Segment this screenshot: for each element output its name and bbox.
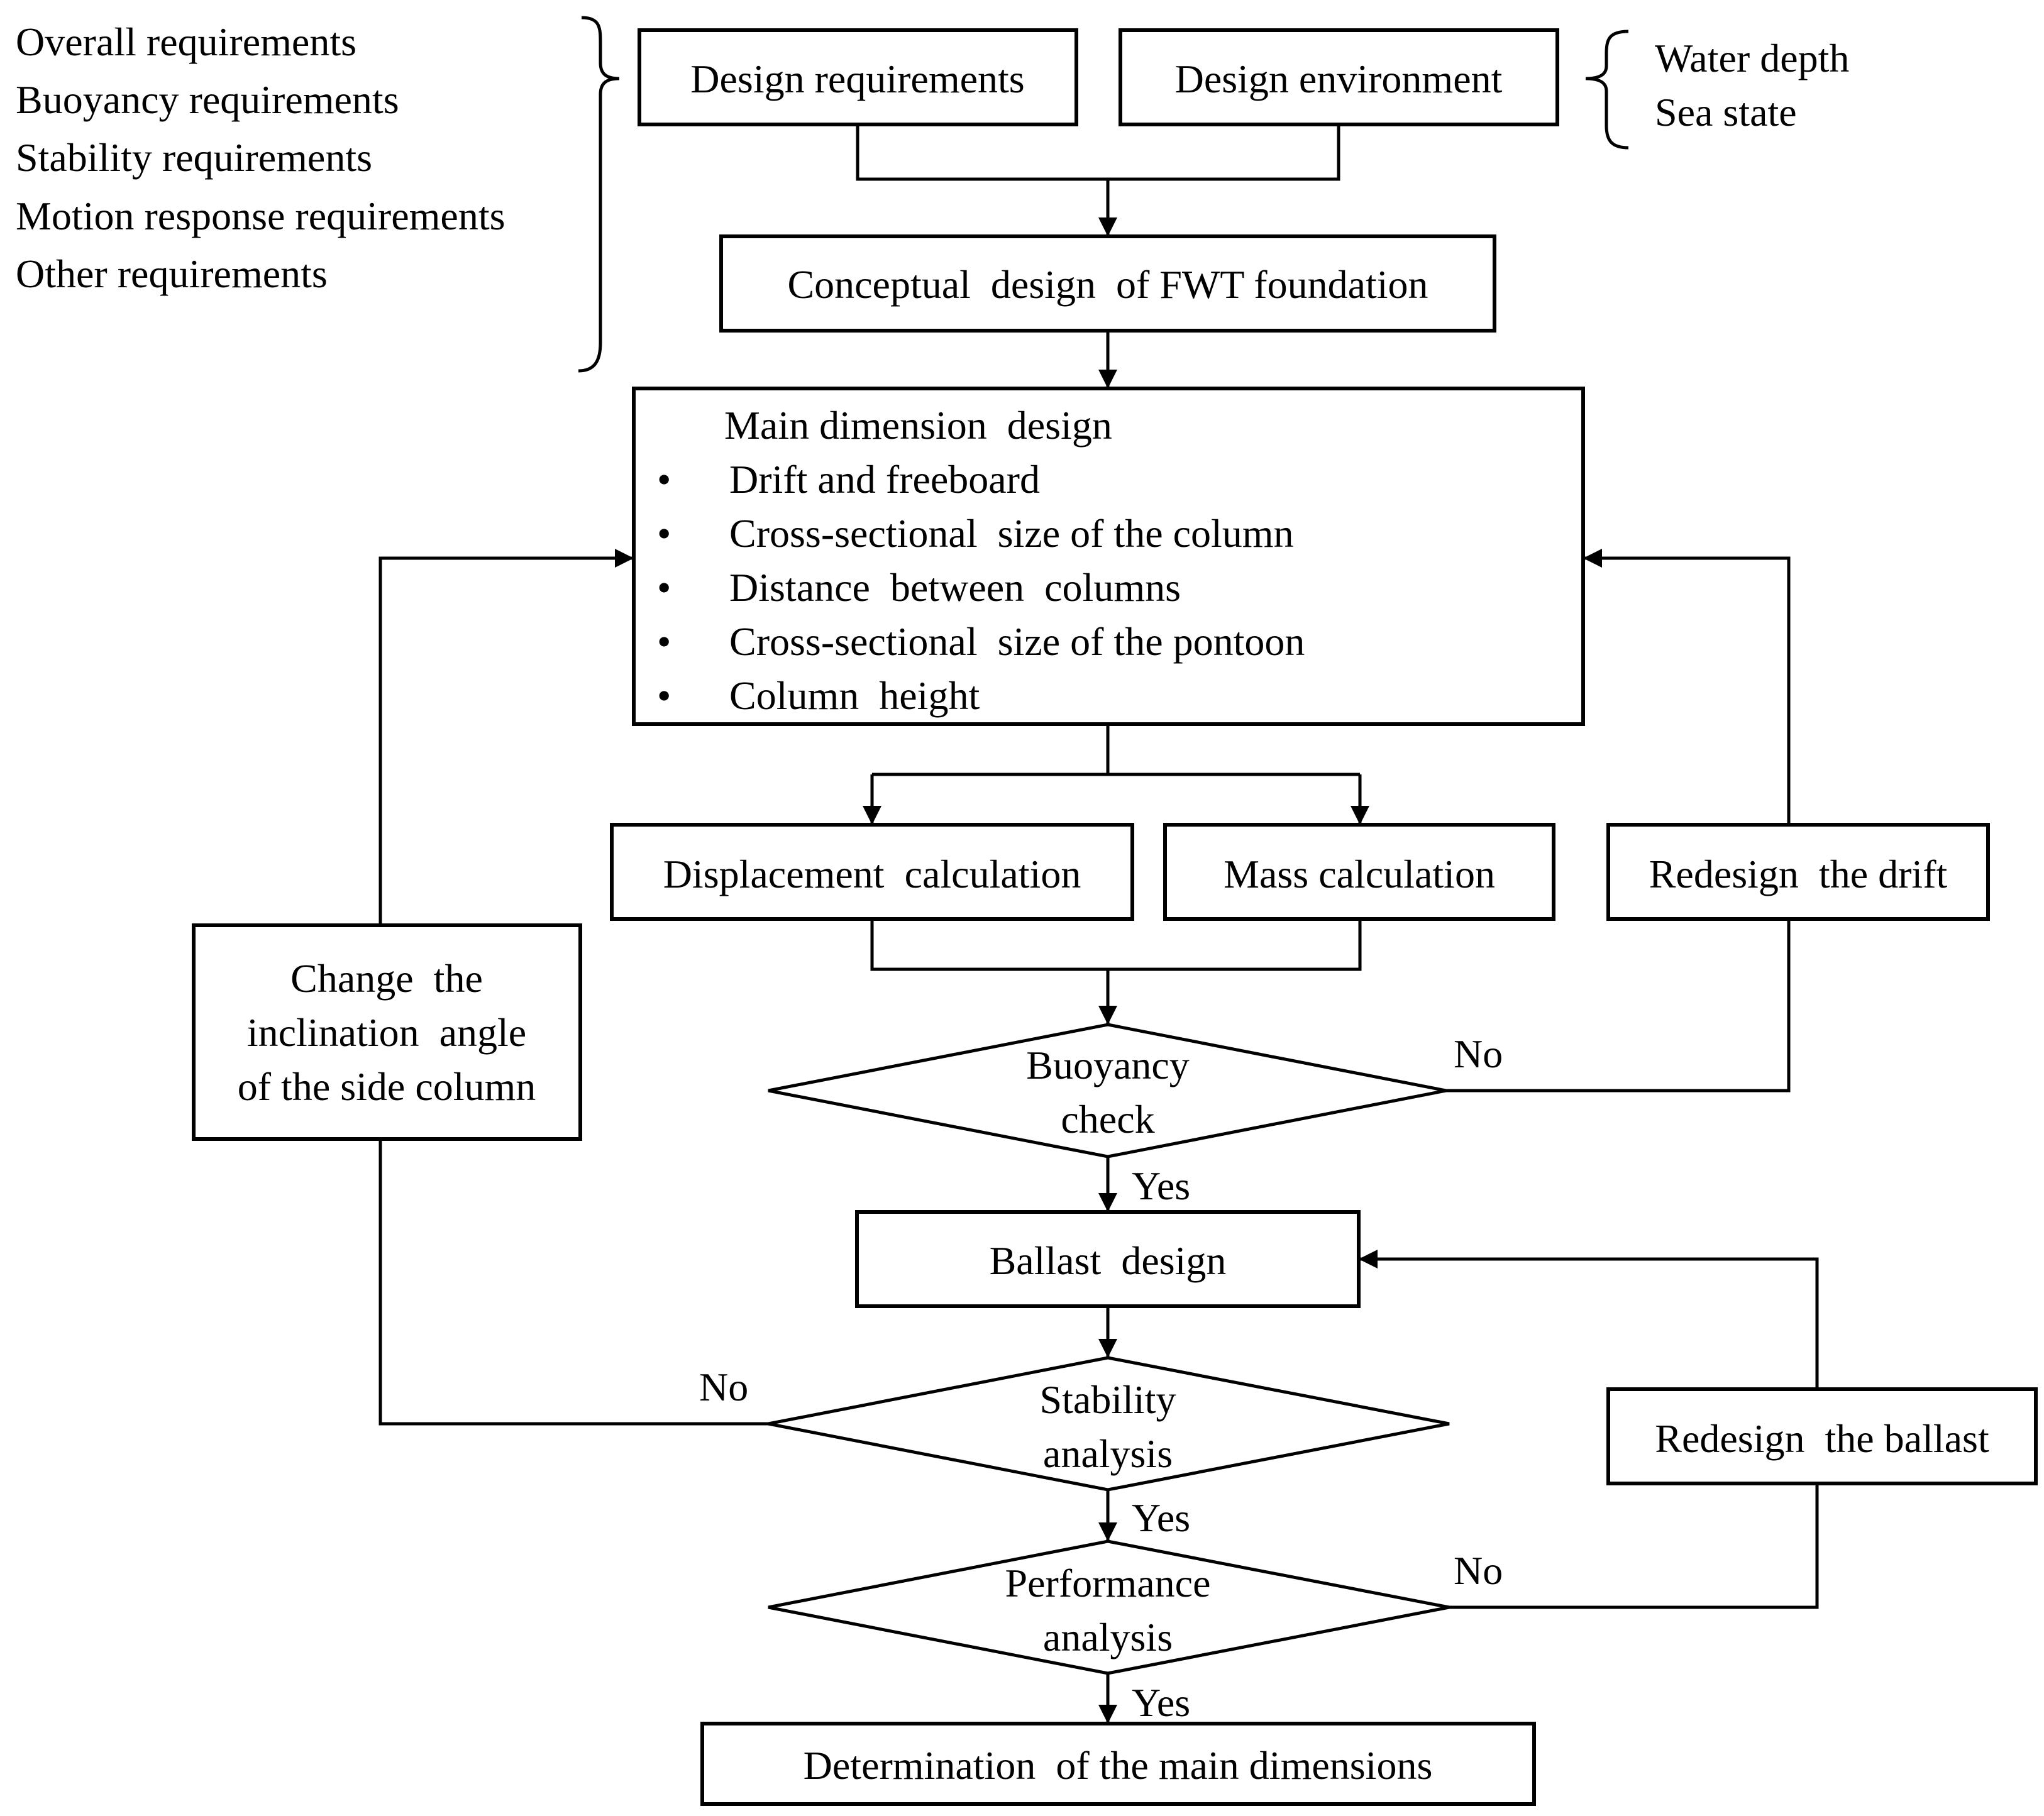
design-requirements-box — [638, 28, 1078, 126]
environment-list: Water depth Sea state — [1655, 36, 1849, 135]
environment-item-water-depth: Water depth — [1655, 36, 1849, 80]
stability-analysis-label-line1: Stability — [1040, 1377, 1176, 1422]
performance-no-connector — [1449, 1483, 1819, 1609]
redesign-ballast-label: Redesign the ballast — [1655, 1416, 1989, 1461]
stability-no-connector — [378, 1139, 768, 1426]
determination-box — [700, 1722, 1536, 1806]
stability-analysis-label-line2: analysis — [1043, 1431, 1173, 1476]
mass-calculation-label: Mass calculation — [1224, 852, 1495, 896]
change-inclination-box — [192, 923, 582, 1141]
bullet-marker: • — [657, 565, 671, 610]
ballast-design-label: Ballast design — [990, 1238, 1227, 1283]
main-dimension-item: Cross-sectional size of the pontoon — [729, 619, 1305, 664]
bullet-marker: • — [657, 511, 671, 556]
buoyancy-check-label-line1: Buoyancy — [1026, 1043, 1190, 1087]
redesign-drift-label: Redesign the drift — [1649, 852, 1948, 896]
displacement-calculation-label: Displacement calculation — [663, 852, 1081, 896]
determination-label: Determination of the main dimensions — [804, 1743, 1433, 1788]
main-dimension-item: Column height — [729, 673, 980, 718]
conceptual-design-label: Conceptual design of FWT foundation — [787, 262, 1428, 307]
buoyancy-no-connector — [1446, 919, 1791, 1092]
bullet-marker: • — [657, 619, 671, 664]
change-inclination-label-line2: inclination angle — [247, 1010, 526, 1055]
design-environment-box — [1119, 28, 1559, 126]
change-inclination-return-arrow — [378, 549, 634, 925]
bullet-marker: • — [657, 673, 671, 718]
design-requirements-label: Design requirements — [690, 57, 1024, 101]
requirements-list: Overall requirements Buoyancy requiremen… — [16, 19, 505, 296]
requirement-item-motion: Motion response requirements — [16, 194, 505, 238]
displacement-calculation-box — [610, 823, 1134, 921]
mass-calculation-box — [1163, 823, 1555, 921]
environment-brace — [1585, 30, 1629, 150]
change-inclination-label-line1: Change the — [290, 956, 483, 1001]
environment-item-sea-state: Sea state — [1655, 90, 1797, 135]
buoyancy-no-label: No — [1454, 1032, 1503, 1076]
buoyancy-check-label-line2: check — [1061, 1097, 1154, 1142]
main-dimension-title: Main dimension design — [724, 403, 1112, 448]
main-dimension-item: Cross-sectional size of the column — [729, 511, 1294, 556]
requirement-item-stability: Stability requirements — [16, 135, 372, 180]
bullet-marker: • — [657, 457, 671, 502]
merge-connector-calc — [870, 919, 1362, 971]
redesign-ballast-box — [1606, 1387, 2038, 1485]
stability-yes-label: Yes — [1132, 1495, 1190, 1540]
performance-analysis-label-line1: Performance — [1005, 1561, 1211, 1605]
buoyancy-yes-label: Yes — [1132, 1164, 1190, 1208]
performance-yes-label: Yes — [1132, 1680, 1190, 1725]
design-environment-label: Design environment — [1175, 57, 1503, 101]
stability-no-label: No — [699, 1365, 748, 1409]
requirement-item-overall: Overall requirements — [16, 19, 356, 64]
requirement-item-other: Other requirements — [16, 251, 328, 296]
main-dimension-items: • Drift and freeboard • Cross-sectional … — [657, 457, 1305, 718]
requirements-brace — [578, 16, 620, 373]
redesign-drift-return-arrow — [1583, 549, 1791, 825]
merge-connector-top — [856, 124, 1340, 181]
requirement-item-buoyancy: Buoyancy requirements — [16, 77, 399, 122]
performance-analysis-label-line2: analysis — [1043, 1615, 1173, 1659]
main-dimension-design-box — [632, 387, 1585, 726]
main-dimension-item: Distance between columns — [729, 565, 1181, 610]
redesign-drift-box — [1606, 823, 1990, 921]
main-dimension-item: Drift and freeboard — [729, 457, 1040, 502]
change-inclination-label-line3: of the side column — [238, 1064, 536, 1109]
performance-no-label: No — [1454, 1548, 1503, 1593]
redesign-ballast-return-arrow — [1359, 1250, 1819, 1389]
